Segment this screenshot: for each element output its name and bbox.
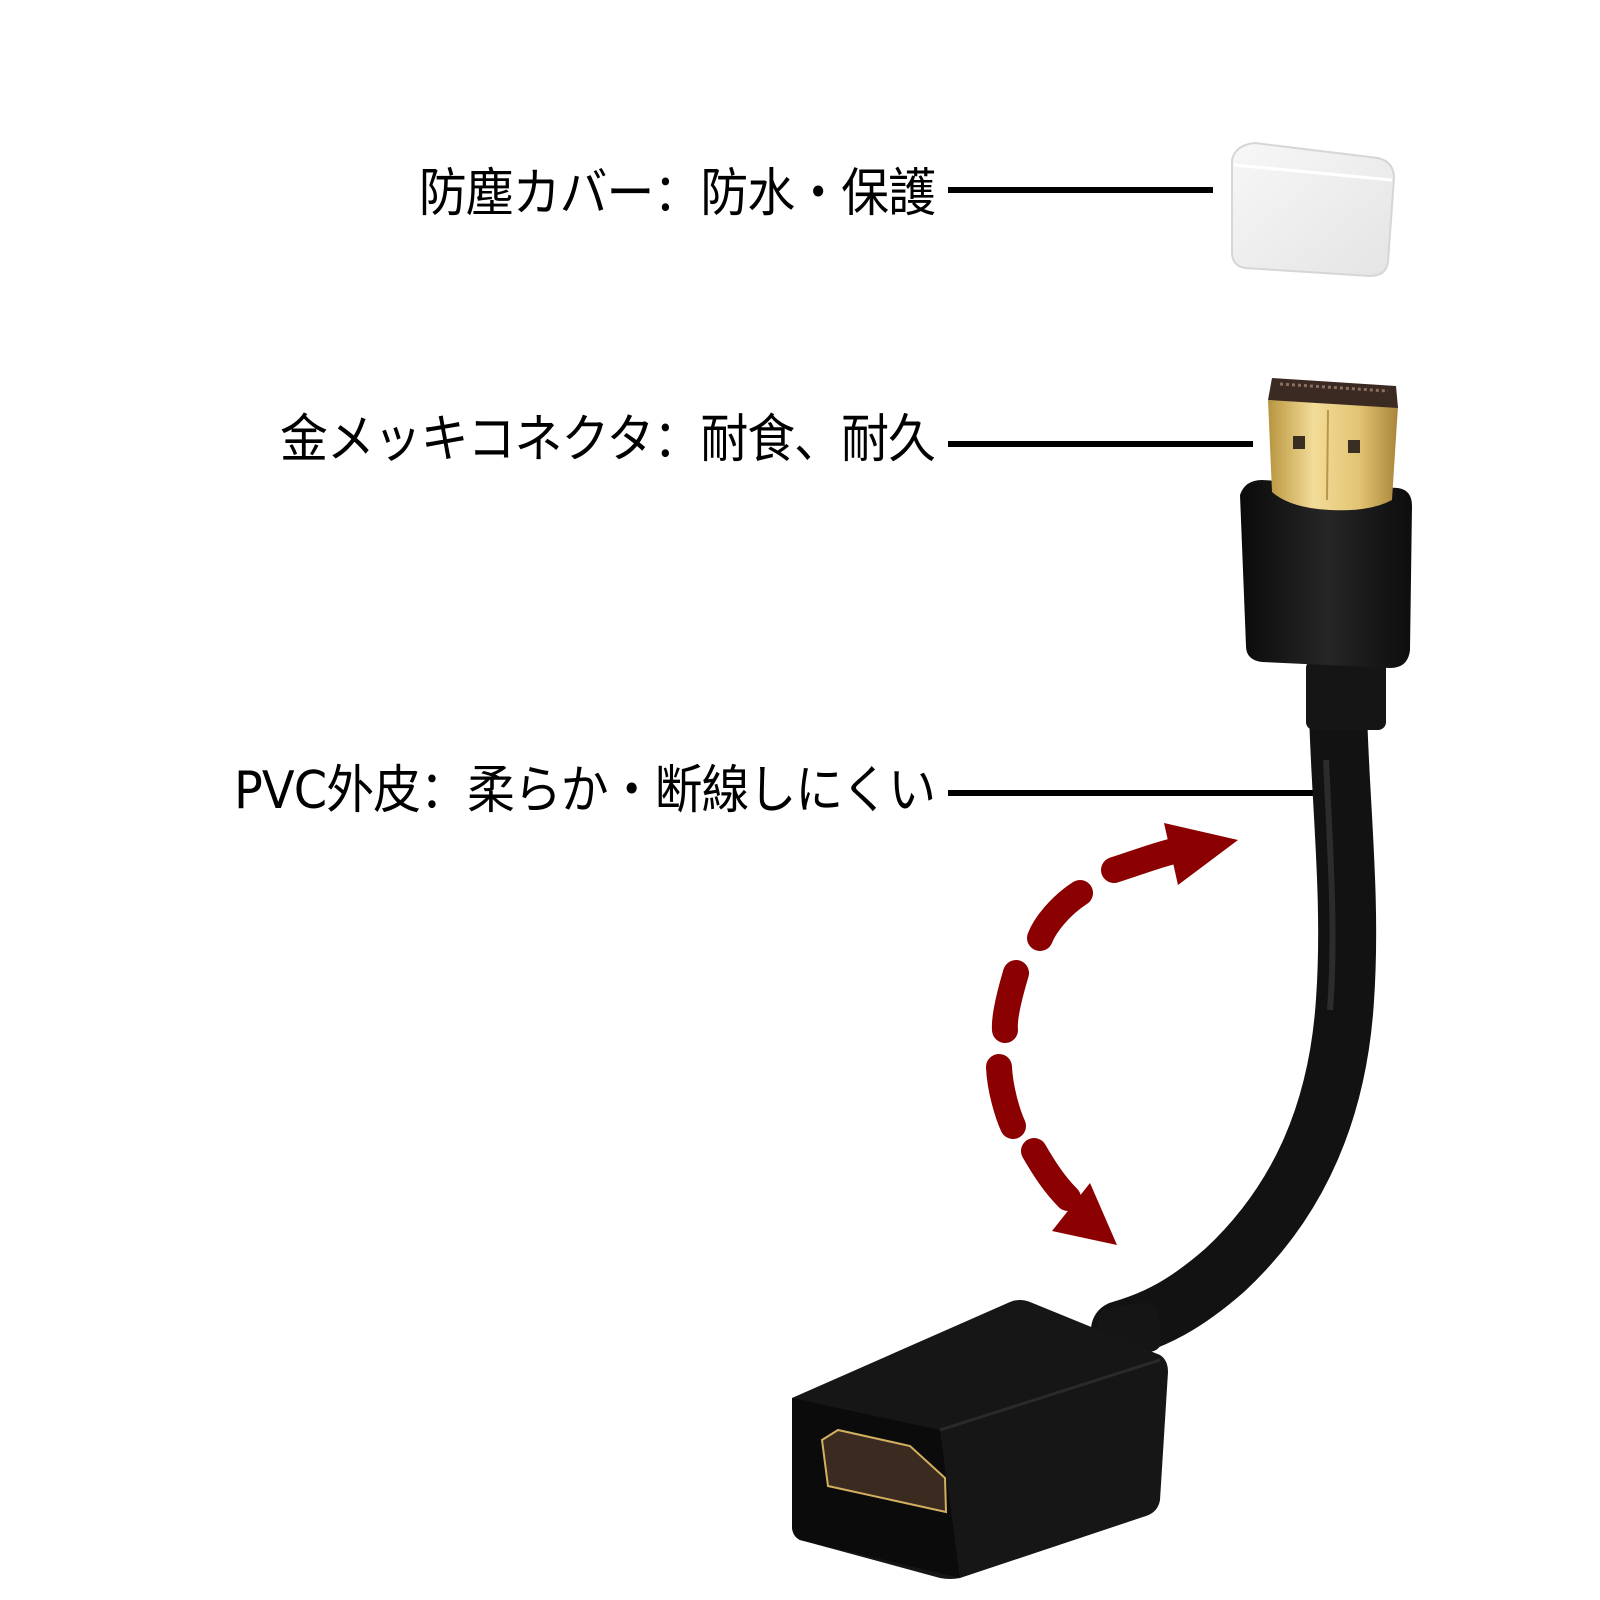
bend-arrow-icon [986, 835, 1201, 1211]
annotation-pvc-jacket: PVC外皮：柔らか・断線しにくい [233, 761, 936, 821]
annotation-gold-connector: 金メッキコネクタ：耐食、耐久 [280, 410, 936, 470]
leader-line-pvc-jacket [948, 790, 1318, 796]
dust-cover-icon [1231, 141, 1396, 278]
arrow-head-bottom-icon [1052, 1183, 1117, 1245]
annotation-dust-cover: 防塵カバー：防水・保護 [418, 164, 936, 224]
leader-line-gold-connector [948, 441, 1253, 447]
arrow-head-top-icon [1164, 823, 1238, 885]
hdmi-female-socket-icon [792, 1300, 1168, 1579]
hdmi-male-plug-icon [1240, 378, 1412, 730]
cable-icon [1091, 681, 1377, 1359]
leader-line-dust-cover [948, 187, 1213, 193]
